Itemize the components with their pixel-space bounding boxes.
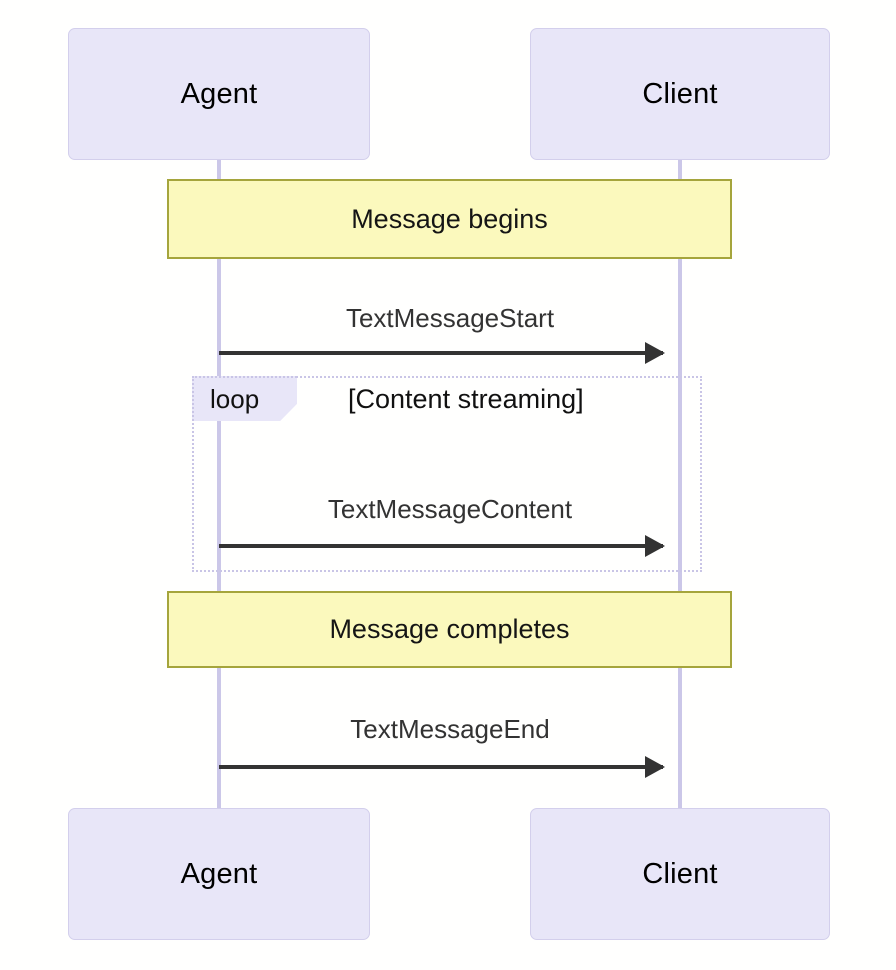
participant-client-top-label: Client (642, 77, 718, 110)
lifeline-client (678, 160, 682, 808)
fragment-loop-kind-label: loop (210, 384, 260, 414)
fragment-loop-content-streaming[interactable] (192, 376, 702, 572)
fragment-loop-tab: loop (192, 376, 297, 421)
participant-agent-bottom-label: Agent (180, 857, 258, 890)
note-message-completes[interactable]: Message completes (167, 591, 732, 668)
participant-client-top[interactable]: Client (530, 28, 830, 160)
note-message-begins-label: Message begins (351, 203, 548, 234)
message-text-message-start-label: TextMessageStart (345, 303, 555, 333)
note-message-begins[interactable]: Message begins (167, 179, 732, 259)
message-text-message-end-label: TextMessageEnd (350, 714, 550, 744)
fragment-loop-condition-label: [Content streaming] (348, 384, 584, 414)
participant-agent-bottom[interactable]: Agent (68, 808, 370, 940)
note-message-completes-label: Message completes (329, 614, 570, 644)
participant-client-bottom-label: Client (642, 857, 718, 890)
participant-client-bottom[interactable]: Client (530, 808, 830, 940)
participant-agent-top-label: Agent (180, 77, 258, 110)
participant-agent-top[interactable]: Agent (68, 28, 370, 160)
lifeline-agent (217, 160, 221, 808)
message-text-message-content-arrow (219, 544, 663, 548)
message-text-message-end-arrow (219, 765, 663, 769)
message-text-message-start-arrow (219, 351, 663, 355)
message-text-message-content-label: TextMessageContent (327, 494, 573, 524)
